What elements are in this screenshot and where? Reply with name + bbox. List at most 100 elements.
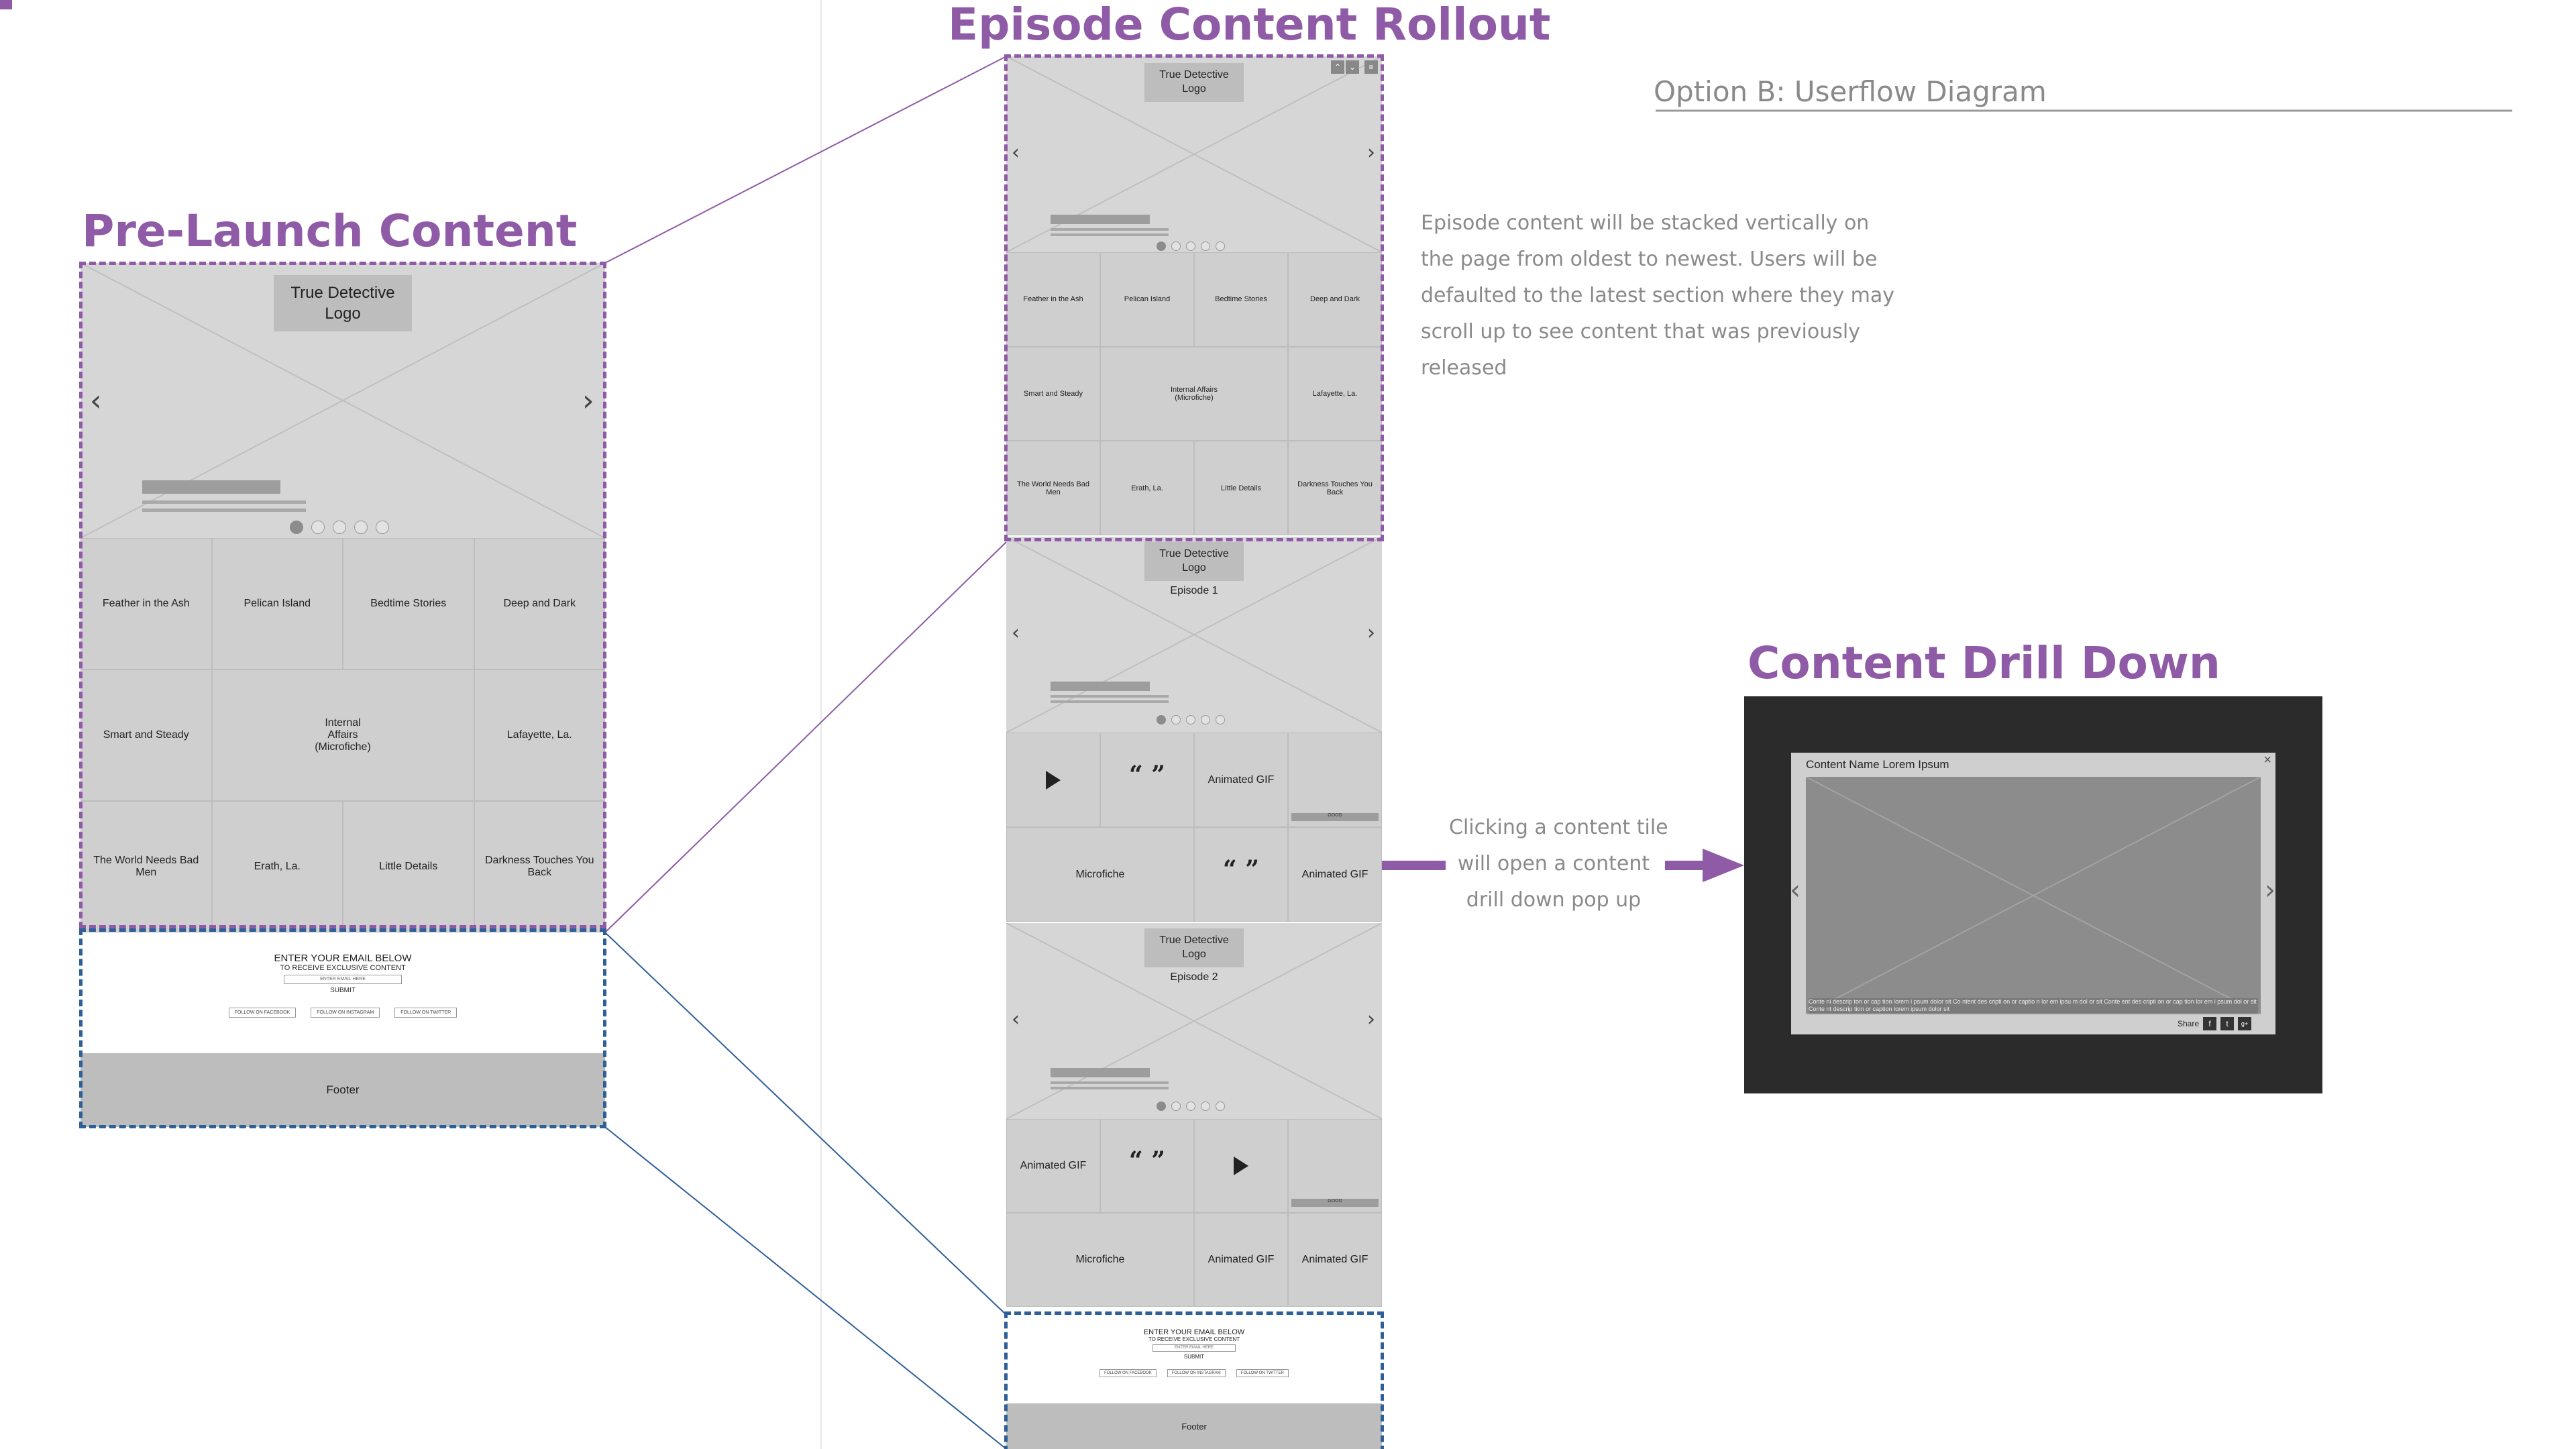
hero-caption-bar (142, 480, 280, 494)
carousel-dot[interactable] (1186, 1102, 1195, 1111)
carousel-dot[interactable] (1171, 1102, 1181, 1111)
gif-tile[interactable]: Animated GIF (1288, 1213, 1382, 1307)
follow-facebook-button[interactable]: FOLLOW ON FACEBOOK (1099, 1369, 1157, 1377)
carousel-left-arrow[interactable]: ‹ (90, 384, 102, 418)
carousel-dot[interactable] (333, 521, 346, 534)
quote-tile[interactable]: “ ” (1194, 827, 1288, 922)
facebook-icon[interactable]: f (2203, 1017, 2216, 1030)
carousel-left-arrow[interactable]: ‹ (1012, 1008, 1020, 1031)
google-plus-icon[interactable]: g+ (2238, 1017, 2251, 1030)
gif-tile[interactable]: Animated GIF (1194, 733, 1288, 827)
carousel-dot[interactable] (376, 521, 389, 534)
content-tile[interactable]: Bedtime Stories (1194, 252, 1288, 347)
carousel-right-arrow[interactable]: › (1367, 141, 1375, 164)
content-tile[interactable]: Feather in the Ash (1006, 252, 1100, 347)
popup-caption: Conte ni descrip ton or cap tion lorem i… (1809, 998, 2258, 1013)
connector-top (604, 56, 1007, 264)
carousel-dot[interactable] (1201, 715, 1210, 724)
carousel-right-arrow[interactable]: › (582, 384, 594, 418)
content-tile[interactable]: Erath, La. (1100, 441, 1194, 535)
connector-mid (604, 541, 1007, 933)
popup-left-arrow[interactable]: ‹ (1790, 875, 1801, 906)
submit-button[interactable]: SUBMIT (330, 987, 356, 994)
carousel-dot[interactable] (311, 521, 325, 534)
content-tile[interactable]: Smart and Steady (80, 669, 212, 801)
content-tile[interactable]: The World Needs Bad Men (80, 801, 212, 932)
content-tile[interactable]: Little Details (1194, 441, 1288, 535)
carousel-right-arrow[interactable]: › (1367, 1008, 1375, 1031)
content-tile[interactable]: Internal Affairs (Microfiche) (211, 669, 474, 801)
content-tile[interactable]: Internal Affairs (Microfiche) (1100, 346, 1288, 441)
carousel-dot[interactable] (354, 521, 368, 534)
video-tile[interactable] (1194, 1119, 1288, 1213)
content-tile[interactable]: Lafayette, La. (474, 669, 605, 801)
content-tile[interactable]: Deep and Dark (474, 538, 605, 669)
hero-logo: True Detective Logo (1144, 63, 1244, 102)
scroll-up-button[interactable]: ⌃ (1331, 60, 1344, 74)
carousel-left-arrow[interactable]: ‹ (1012, 141, 1020, 164)
quote-tile[interactable]: “ ” (1100, 733, 1194, 827)
quote-tile[interactable]: “ ” (1100, 1119, 1194, 1213)
follow-facebook-button[interactable]: FOLLOW ON FACEBOOK (228, 1008, 297, 1018)
video-tile[interactable] (1006, 733, 1100, 827)
hero-logo: True Detective Logo (1144, 928, 1244, 967)
twitter-icon[interactable]: t (2220, 1017, 2234, 1030)
carousel-dot[interactable] (1171, 715, 1181, 724)
stack-note-line: released (1421, 356, 1507, 380)
carousel-dot[interactable] (1186, 715, 1195, 724)
content-tile[interactable]: Erath, La. (211, 801, 343, 932)
connector-blue-2 (604, 1126, 1007, 1449)
carousel-dot[interactable] (1157, 241, 1166, 251)
follow-twitter-button[interactable]: FOLLOW ON TWITTER (1236, 1369, 1289, 1377)
carousel-dot[interactable] (1216, 715, 1225, 724)
quote-icon: “ ” (1129, 760, 1165, 789)
content-tile[interactable]: Pelican Island (1100, 252, 1194, 347)
gif-tile[interactable]: GOOD (1288, 733, 1382, 827)
episode-label: Episode 2 (1170, 971, 1218, 983)
content-tile[interactable]: Feather in the Ash (80, 538, 212, 669)
heading-drilldown: Content Drill Down (1748, 637, 2220, 689)
carousel-dot[interactable] (1201, 1102, 1210, 1111)
carousel-dot[interactable] (290, 521, 303, 534)
carousel-dot[interactable] (1157, 715, 1166, 724)
scroll-down-button[interactable]: ⌄ (1346, 60, 1359, 74)
popup-close-icon[interactable]: × (2263, 753, 2271, 767)
carousel-dot[interactable] (1171, 241, 1181, 251)
microfiche-tile[interactable]: Microfiche (1006, 827, 1194, 922)
content-tile[interactable]: The World Needs Bad Men (1006, 441, 1100, 535)
content-tile[interactable]: Bedtime Stories (343, 538, 474, 669)
content-tile[interactable]: Lafayette, La. (1288, 346, 1382, 441)
content-tile[interactable]: Darkness Touches You Back (474, 801, 605, 932)
carousel-dot[interactable] (1216, 1102, 1225, 1111)
carousel-dot[interactable] (1157, 1102, 1166, 1111)
gif-tile[interactable]: Animated GIF (1288, 827, 1382, 922)
carousel-left-arrow[interactable]: ‹ (1012, 621, 1020, 645)
content-tile[interactable]: Little Details (343, 801, 474, 932)
content-tile[interactable]: Smart and Steady (1006, 346, 1100, 441)
microfiche-tile[interactable]: Microfiche (1006, 1213, 1194, 1307)
share-row: Share f t g+ (2178, 1017, 2251, 1030)
logo-line-2: Logo (325, 305, 361, 323)
flow-arrowhead (1703, 849, 1744, 882)
email-input[interactable]: ENTER EMAIL HERE (1152, 1344, 1236, 1352)
gif-progress-bar: GOOD (1291, 1199, 1379, 1207)
follow-twitter-button[interactable]: FOLLOW ON TWITTER (394, 1008, 458, 1018)
carousel-dot[interactable] (1201, 241, 1210, 251)
carousel-dot[interactable] (1216, 241, 1225, 251)
connector-blue-1 (604, 932, 1007, 1316)
carousel-dot[interactable] (1186, 241, 1195, 251)
follow-instagram-button[interactable]: FOLLOW ON INSTAGRAM (1167, 1369, 1226, 1377)
content-tile[interactable]: Deep and Dark (1288, 252, 1382, 347)
gif-tile[interactable]: Animated GIF (1194, 1213, 1288, 1307)
email-input[interactable]: ENTER EMAIL HERE (284, 975, 402, 984)
signup-heading: ENTER YOUR EMAIL BELOW (274, 953, 412, 964)
carousel-right-arrow[interactable]: › (1367, 621, 1375, 645)
content-tile[interactable]: Pelican Island (211, 538, 343, 669)
gif-tile[interactable]: Animated GIF (1006, 1119, 1100, 1213)
submit-button[interactable]: SUBMIT (1183, 1354, 1205, 1360)
follow-instagram-button[interactable]: FOLLOW ON INSTAGRAM (311, 1008, 380, 1018)
content-tile[interactable]: Darkness Touches You Back (1288, 441, 1382, 535)
gif-tile[interactable]: GOOD (1288, 1119, 1382, 1213)
popup-right-arrow[interactable]: › (2265, 875, 2275, 906)
menu-button[interactable]: ≡ (1364, 60, 1378, 74)
